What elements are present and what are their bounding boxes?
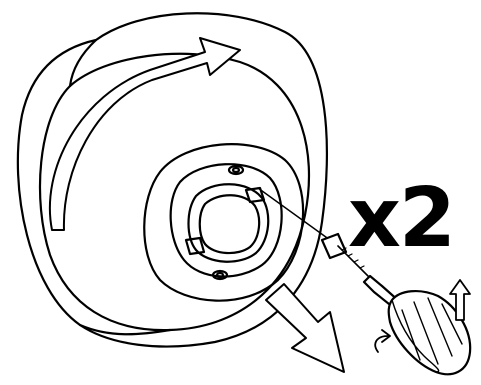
center-hub [171, 164, 282, 276]
removal-arrow-icon [266, 284, 344, 372]
quantity-label: x2 [348, 178, 454, 260]
